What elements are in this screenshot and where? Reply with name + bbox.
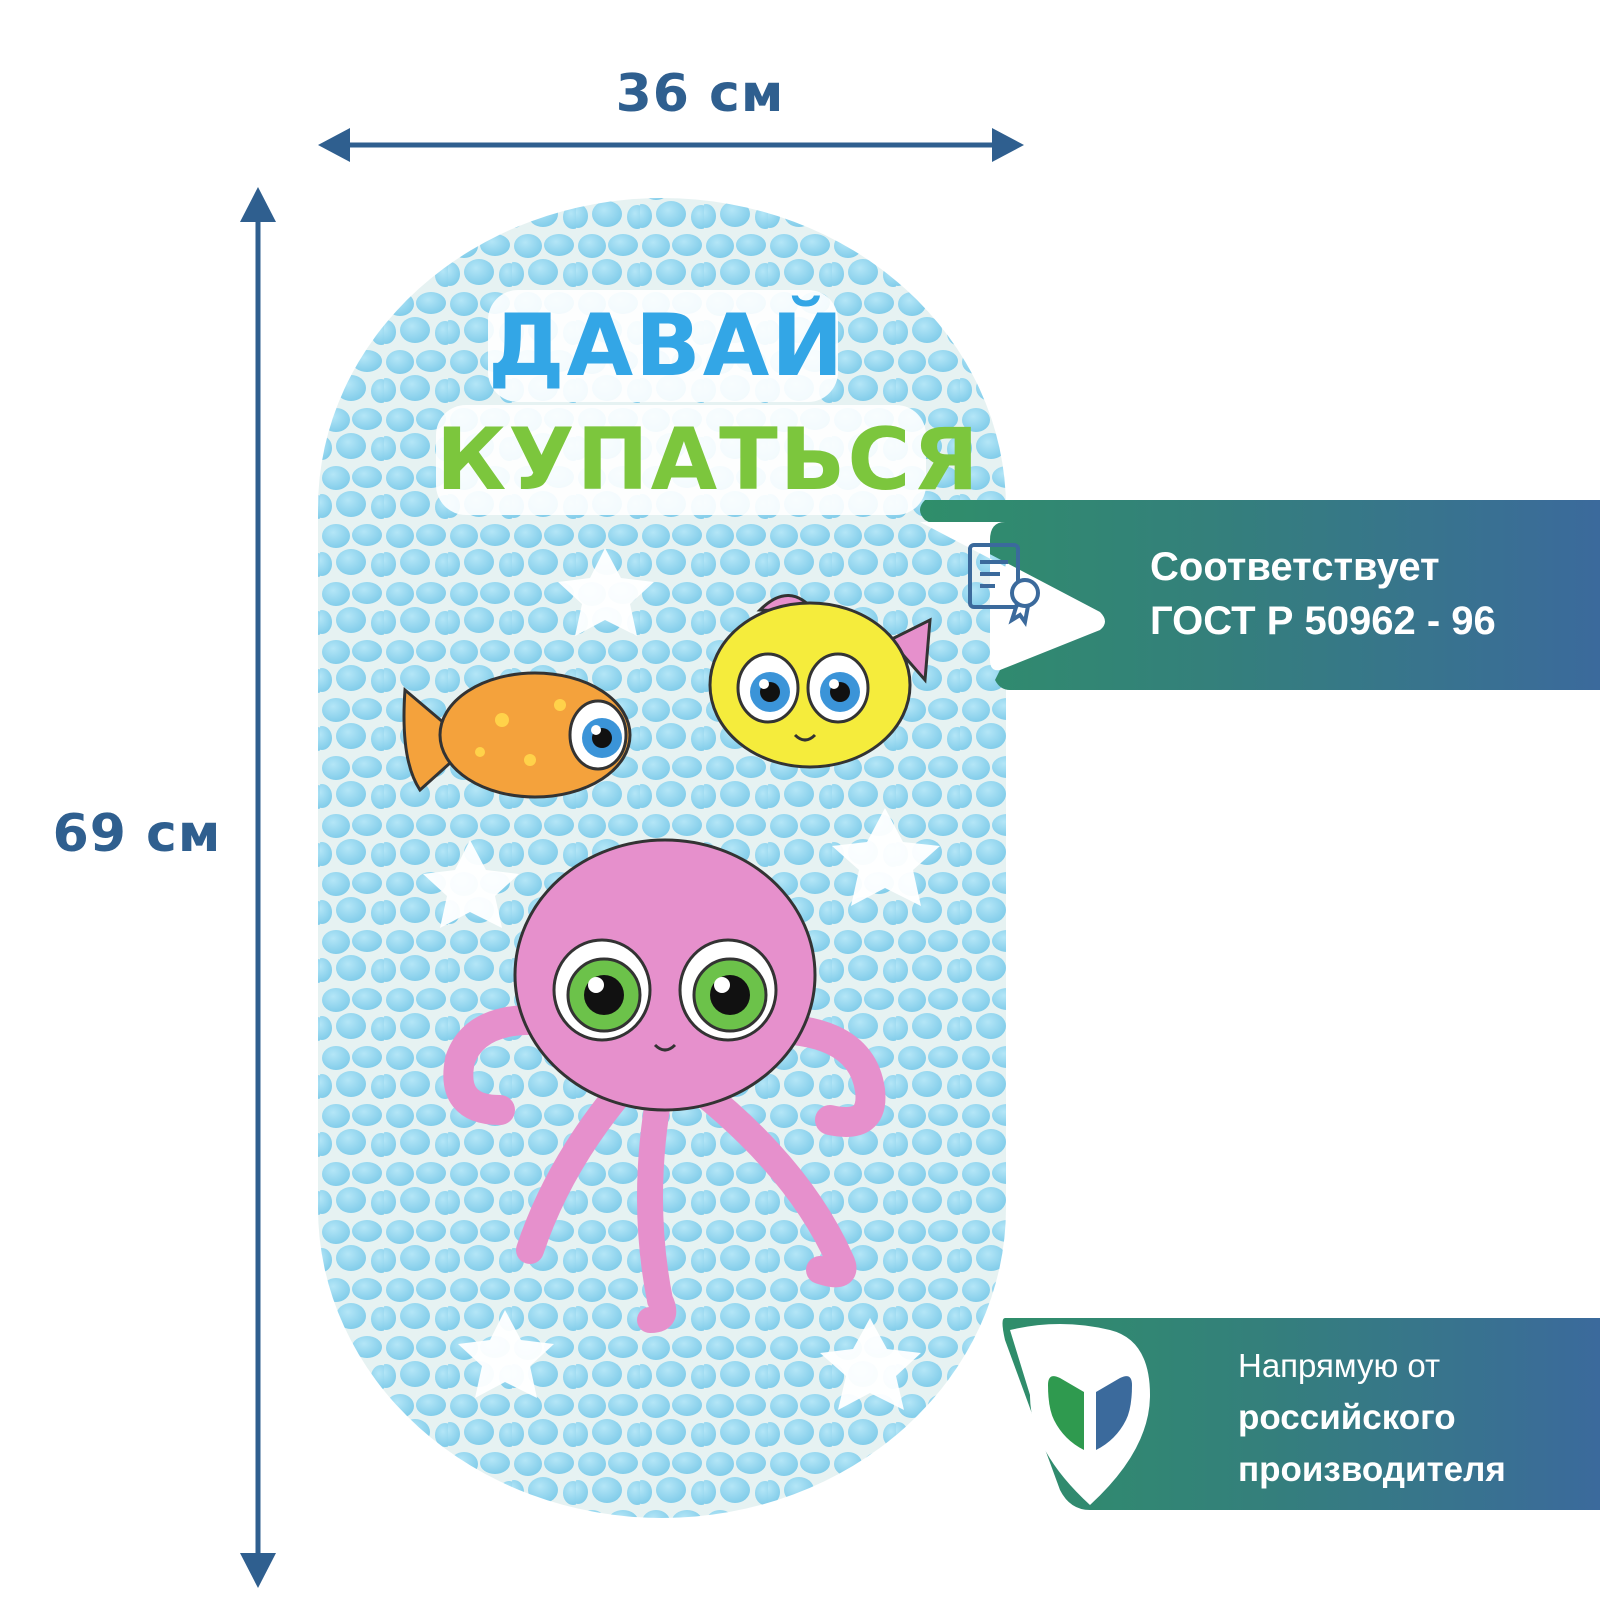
- maker-line3: производителя: [1238, 1450, 1506, 1489]
- gost-line1: Соответствует: [1150, 545, 1440, 589]
- width-dimension-arrow: [318, 128, 1024, 162]
- mat-title-line1: ДАВАЙ: [488, 296, 846, 396]
- mat-title-line2: КУПАТЬСЯ: [436, 410, 981, 510]
- gost-badge: [920, 500, 1600, 690]
- maker-badge: [1002, 1318, 1600, 1510]
- gost-badge-text: Соответствует ГОСТ Р 50962 - 96: [1150, 540, 1590, 648]
- maker-line1: Напрямую от: [1238, 1347, 1441, 1384]
- width-dimension-label: 36 см: [615, 64, 785, 124]
- height-dimension-arrow: [240, 187, 276, 1588]
- gost-line2: ГОСТ Р 50962 - 96: [1150, 599, 1496, 643]
- title-sticker-line2: [436, 405, 926, 515]
- leaf-shield-icon: [1048, 1376, 1132, 1450]
- certificate-icon: [968, 543, 1040, 627]
- pink-octopus: [443, 838, 886, 1333]
- height-dimension-label: 69 см: [52, 804, 222, 864]
- yellow-fish: [708, 594, 932, 769]
- maker-line2: российского: [1238, 1398, 1456, 1437]
- maker-badge-text: Напрямую от российского производителя: [1238, 1340, 1588, 1496]
- orange-fish: [402, 671, 632, 799]
- star-decorations: [423, 548, 940, 1410]
- title-sticker: [488, 290, 838, 402]
- bath-mat: [318, 198, 1006, 1518]
